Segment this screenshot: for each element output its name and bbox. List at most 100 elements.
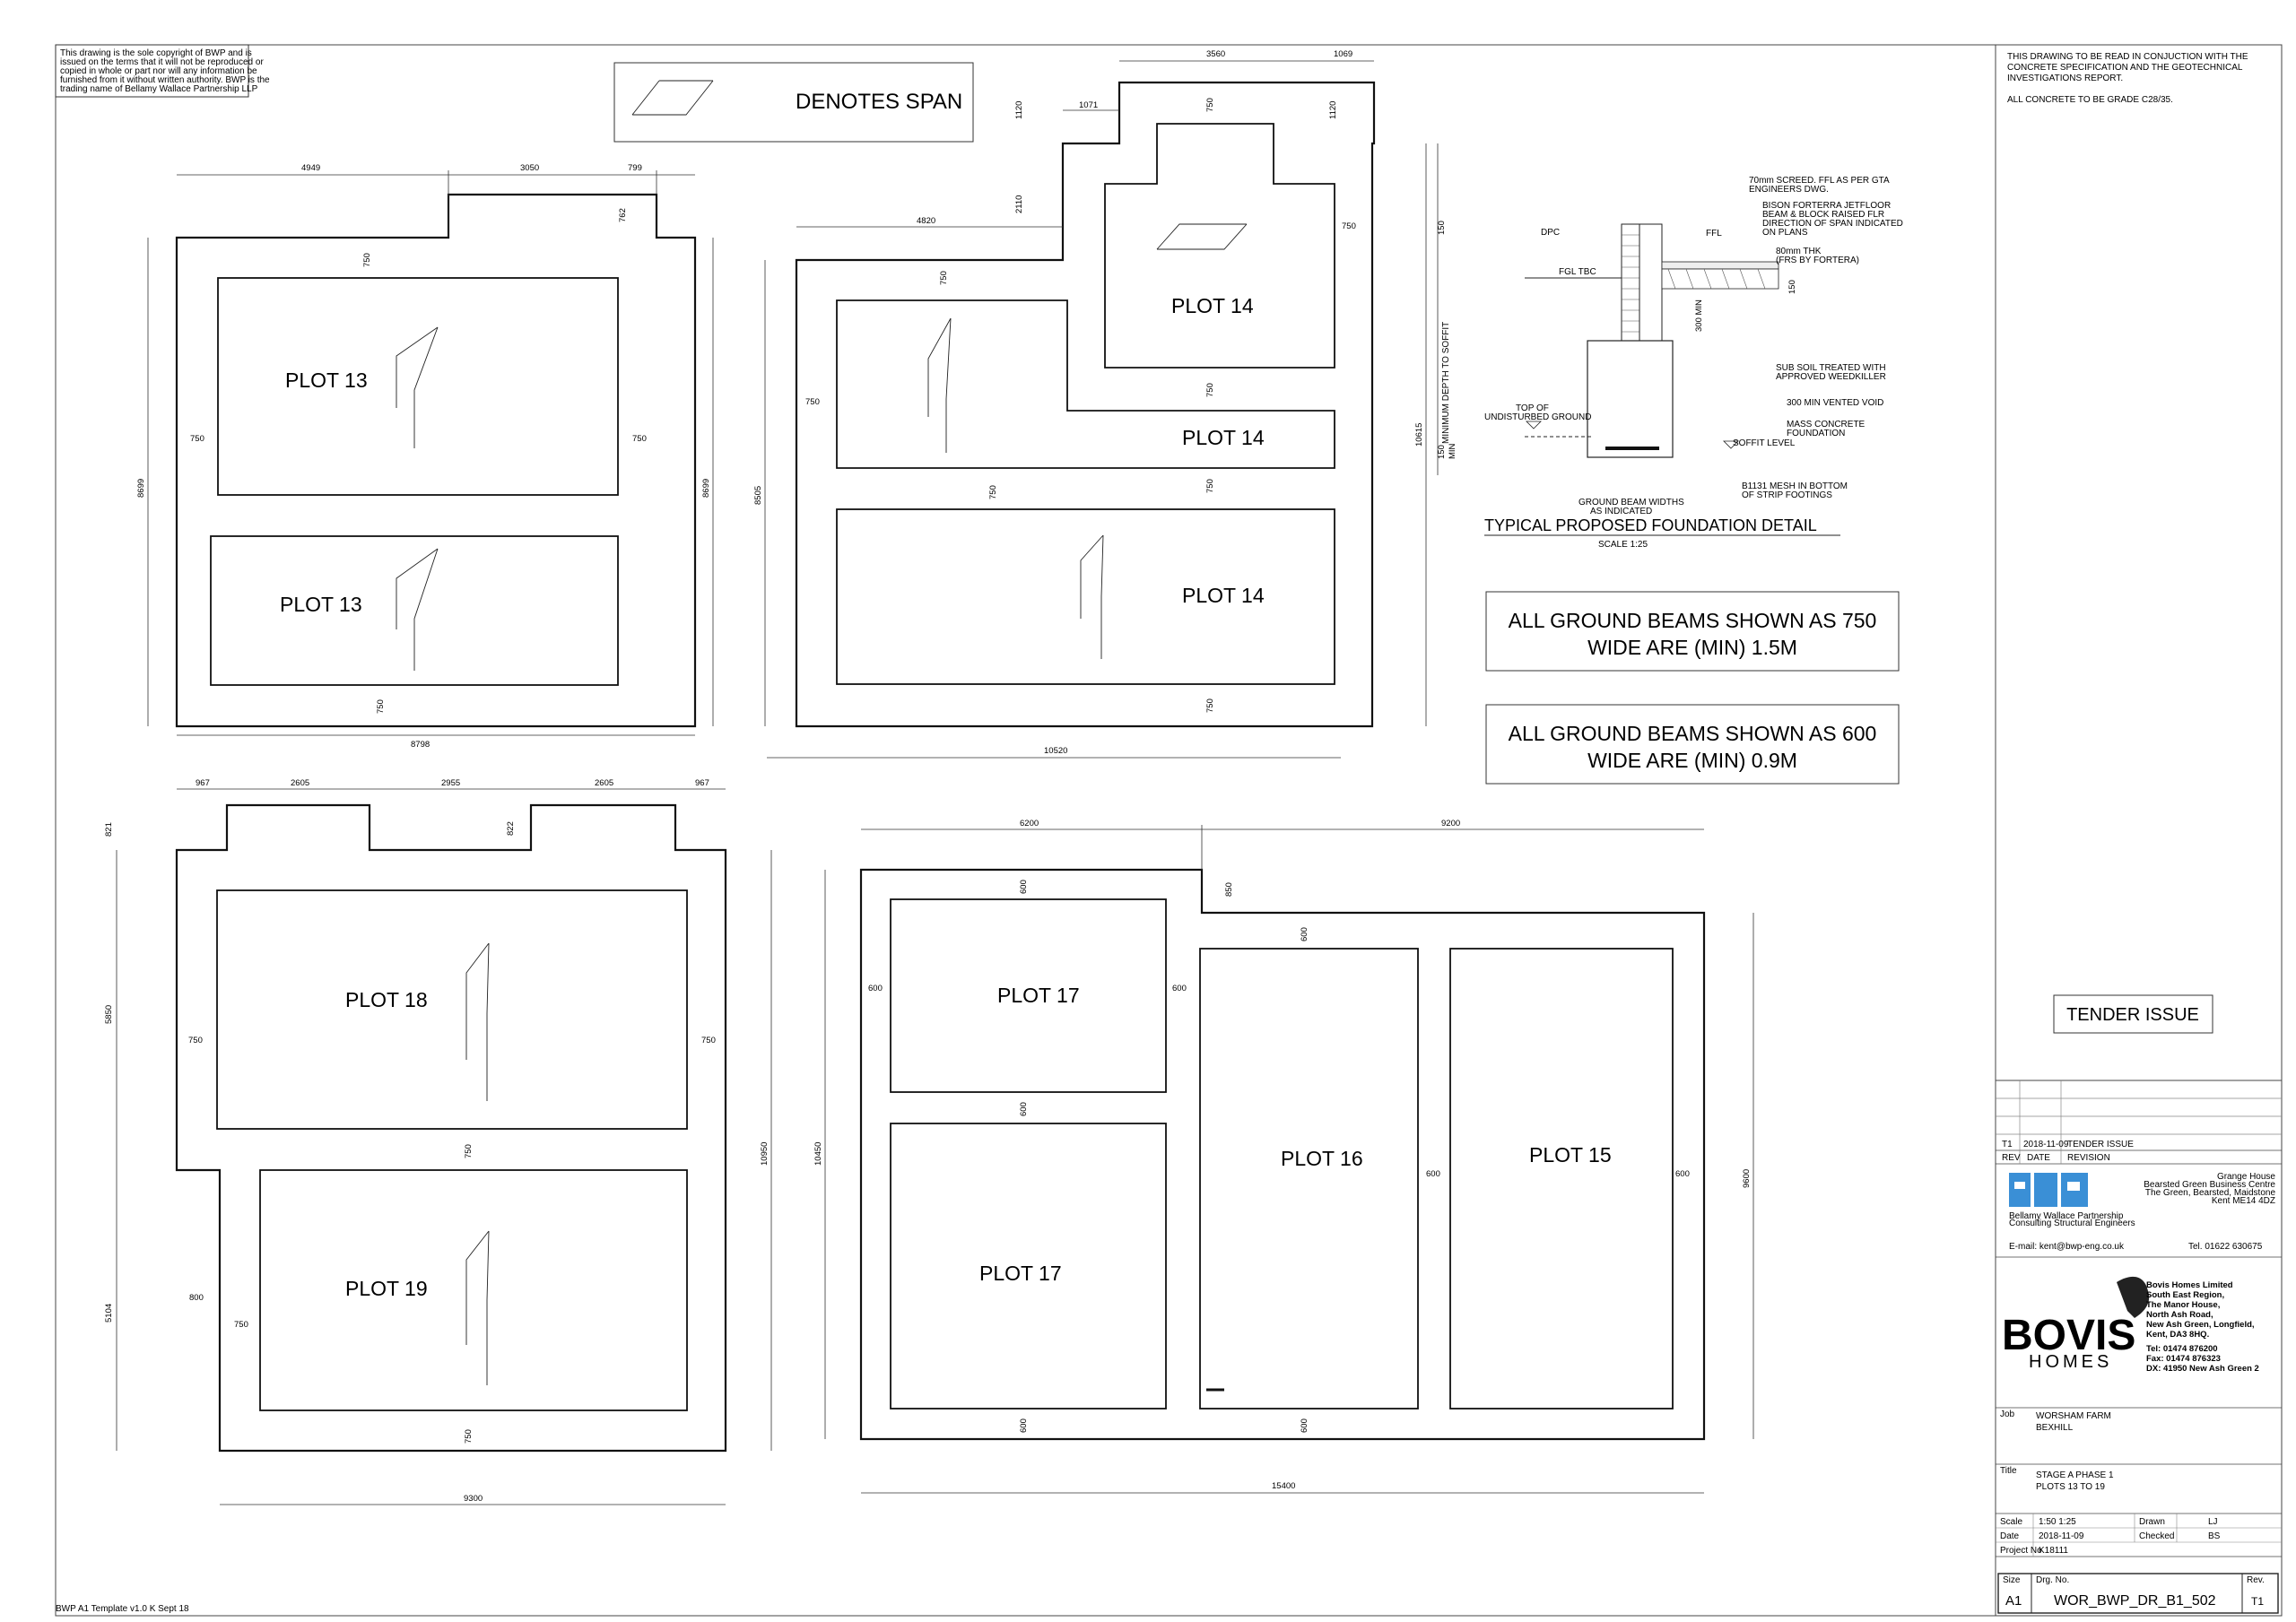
beam-width: 750 <box>988 485 998 499</box>
dim-label: 6200 <box>1020 819 1039 828</box>
rev-cell: TENDER ISSUE <box>2067 1140 2134 1149</box>
plot-label: PLOT 17 <box>979 1262 1062 1285</box>
foundation-detail: MINIMUM DEPTH TO SOFFIT 150 150 MIN 150 … <box>1437 143 1903 550</box>
beam-width: 750 <box>1205 479 1215 493</box>
bwp-address: Grange House <box>2217 1172 2275 1182</box>
bovis-contact: Fax: 01474 876323 <box>2146 1354 2221 1364</box>
copyright-line: copied in whole or part nor will any inf… <box>60 66 257 76</box>
bwp-address: The Green, Bearsted, Maidstone <box>2145 1188 2276 1198</box>
dim-label: 5850 <box>104 1005 114 1024</box>
plot-label: PLOT 17 <box>997 984 1080 1007</box>
beam-width: 600 <box>1675 1169 1690 1179</box>
plot-label: PLOT 15 <box>1529 1143 1612 1167</box>
dim-label: 850 <box>1224 882 1234 897</box>
note-line: WIDE ARE (MIN) 1.5M <box>1587 636 1797 659</box>
title-line: STAGE A PHASE 1 <box>2036 1470 2114 1480</box>
project-value: K18111 <box>2039 1546 2068 1556</box>
bird-icon <box>2117 1276 2150 1318</box>
drawn-label: Drawn <box>2139 1517 2165 1527</box>
bovis-contact: DX: 41950 New Ash Green 2 <box>2146 1364 2259 1374</box>
beam-width: 600 <box>1019 880 1029 894</box>
dim-label: 8798 <box>411 740 430 750</box>
bwp-logo <box>2009 1173 2088 1207</box>
section-label: 300 MIN VENTED VOID <box>1787 398 1883 408</box>
dim-label: 2110 <box>1014 195 1024 213</box>
beam-width: 750 <box>632 434 647 444</box>
scale-value: 1:50 1:25 <box>2039 1517 2076 1527</box>
dim-label: 1069 <box>1334 49 1352 59</box>
beam-width: 600 <box>1300 1418 1309 1433</box>
beam-width: 750 <box>376 699 386 714</box>
section-label: FGL TBC <box>1559 267 1596 277</box>
beam-width: 750 <box>1205 698 1215 713</box>
dim-label: 9600 <box>1742 1169 1752 1188</box>
dim-label: 10615 <box>1414 423 1424 447</box>
section-label: OF STRIP FOOTINGS <box>1742 490 1832 500</box>
section-label: UNDISTURBED GROUND <box>1484 412 1591 422</box>
section-label: 80mm THK <box>1776 247 1822 256</box>
beam-note-600: ALL GROUND BEAMS SHOWN AS 600 WIDE ARE (… <box>1485 704 1900 785</box>
rev-header: REV <box>2002 1153 2021 1163</box>
section-label: AS INDICATED <box>1590 507 1652 516</box>
bovis-address: North Ash Road, <box>2146 1310 2213 1320</box>
section-label: ON PLANS <box>1762 228 1808 238</box>
note-line: ALL CONCRETE TO BE GRADE C28/35. <box>2007 95 2173 105</box>
section-label: TOP OF <box>1516 403 1549 413</box>
section-label: (FRS BY FORTERA) <box>1776 256 1859 265</box>
dim-label: 3050 <box>520 163 539 173</box>
span-arrow <box>396 326 439 448</box>
rev-cell: T1 <box>2002 1140 2013 1149</box>
dim-label: 300 MIN <box>1694 299 1704 332</box>
dim-label: 150 <box>1437 445 1447 459</box>
bwp-tel: Tel. 01622 630675 <box>2188 1242 2263 1252</box>
bovis-contact: Tel: 01474 876200 <box>2146 1344 2218 1354</box>
beam-width: 750 <box>805 397 820 407</box>
size-value: A1 <box>2005 1593 2022 1609</box>
bwp-address: Bearsted Green Business Centre <box>2144 1180 2275 1190</box>
dim-label: 8699 <box>701 479 711 498</box>
beam-width: 750 <box>464 1144 474 1158</box>
job-label: Job <box>2000 1409 2015 1419</box>
rev-value: T1 <box>2251 1595 2264 1608</box>
section-label: FFL <box>1706 229 1722 239</box>
bwp-email: E-mail: kent@bwp-eng.co.uk <box>2009 1242 2125 1252</box>
beam-width: 600 <box>1172 984 1187 993</box>
section-label: DIRECTION OF SPAN INDICATED <box>1762 219 1903 229</box>
dim-label: 1071 <box>1079 100 1098 110</box>
bovis-address: New Ash Green, Longfield, <box>2146 1320 2255 1330</box>
span-arrow <box>396 548 439 671</box>
dim-label: 9200 <box>1441 819 1460 828</box>
section-label: 70mm SCREED. FFL AS PER GTA <box>1749 176 1890 186</box>
sheet-border <box>55 44 2283 1617</box>
copyright-box: This drawing is the sole copyright of BW… <box>55 44 270 98</box>
dim-label: 4820 <box>917 216 935 226</box>
section-scale: SCALE 1:25 <box>1598 540 1648 550</box>
plot-label: PLOT 14 <box>1171 294 1254 317</box>
note-line: INVESTIGATIONS REPORT. <box>2007 74 2123 83</box>
bwp-sub: Consulting Structural Engineers <box>2009 1219 2135 1228</box>
beam-width: 750 <box>464 1429 474 1444</box>
plot-label: PLOT 13 <box>280 593 362 616</box>
beam-width: 750 <box>234 1320 248 1330</box>
beam-width: 750 <box>1205 383 1215 397</box>
copyright-line: trading name of Bellamy Wallace Partners… <box>60 84 258 94</box>
beam-width: 750 <box>1342 221 1356 231</box>
section-label: MINIMUM DEPTH TO SOFFIT <box>1441 322 1451 444</box>
plot-label: PLOT 19 <box>345 1277 428 1300</box>
dim-label: 8505 <box>753 486 763 505</box>
dim-label: 1120 <box>1014 101 1024 119</box>
plot-15-16-17-foundation-plan: PLOT 17 PLOT 17 PLOT 16 PLOT 15 6200 920… <box>813 819 1754 1494</box>
section-label: SUB SOIL TREATED WITH <box>1776 363 1886 373</box>
copyright-line: furnished from it without written author… <box>60 75 270 85</box>
bwp-address: Kent ME14 4DZ <box>2212 1196 2275 1206</box>
beam-width: 750 <box>190 434 204 444</box>
rev-header: REVISION <box>2067 1153 2110 1163</box>
dim-label: 4949 <box>301 163 320 173</box>
drawing-number: WOR_BWP_DR_B1_502 <box>2054 1593 2216 1609</box>
dim-label: 3560 <box>1206 49 1225 59</box>
plot-label: PLOT 14 <box>1182 426 1265 449</box>
section-label: BISON FORTERRA JETFLOOR <box>1762 201 1891 211</box>
title-block: TENDER ISSUE REV DATE REVISION T1 2018-1… <box>1995 994 2283 1617</box>
drawn-value: LJ <box>2208 1517 2218 1527</box>
span-arrow <box>465 1230 490 1385</box>
